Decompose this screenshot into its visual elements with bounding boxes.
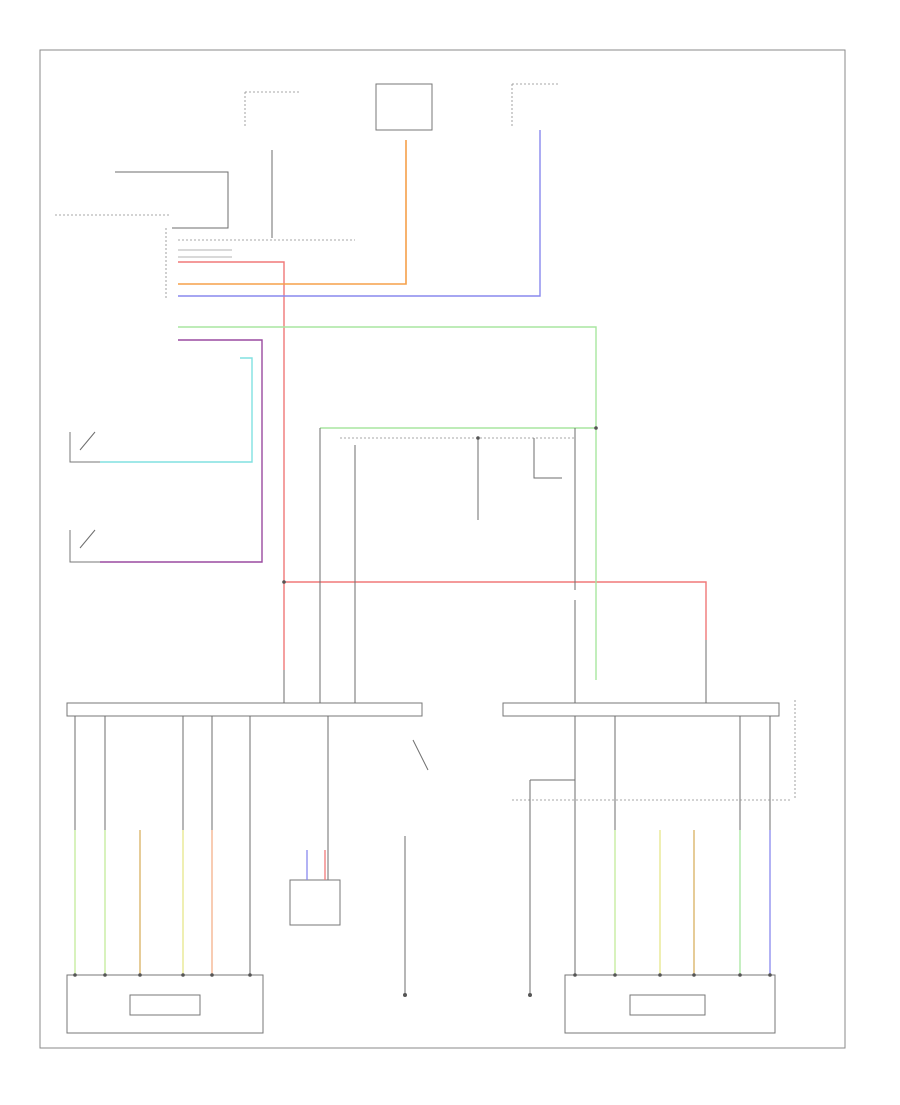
junction-dots (282, 426, 598, 584)
junction-ground (476, 436, 480, 440)
sensor-upper-frame (69, 432, 100, 463)
sensor-lower-switch (79, 529, 96, 549)
wire-red-main (178, 261, 285, 670)
left-switch-contacts (73, 973, 252, 977)
wire-purple (100, 339, 263, 563)
diagram-frame (39, 49, 846, 1049)
wire-orange (178, 140, 407, 285)
right-window-switch-inner (629, 994, 706, 1016)
connector-loop (533, 438, 562, 479)
wire-green (178, 326, 597, 680)
ground-right-node (528, 993, 532, 997)
left-window-switch-inner (129, 994, 201, 1016)
wire-blue (178, 130, 541, 297)
left-bus-drops (74, 716, 329, 880)
left-window-switch (66, 974, 264, 1034)
right-contact-2 (613, 973, 617, 977)
wire-red-cross (284, 581, 707, 640)
junction-green (594, 426, 598, 430)
left-contact-5 (210, 973, 214, 977)
right-connector-bracket (530, 779, 576, 800)
body-control-module-header (55, 171, 229, 300)
sensor-lower-frame (69, 530, 100, 563)
right-window-switch (564, 974, 776, 1034)
sensor-upper-switch (79, 431, 96, 451)
left-contact-1 (73, 973, 77, 977)
left-door-switch (412, 739, 429, 771)
ground-symbols (403, 993, 532, 997)
right-contact-5 (738, 973, 742, 977)
left-contact-3 (138, 973, 142, 977)
right-bus-drops (574, 716, 771, 830)
top-fuse-boxes (244, 83, 560, 131)
right-contact-1 (573, 973, 577, 977)
bus-bar-right (502, 702, 780, 717)
left-motor-module (289, 879, 341, 926)
module-bracket (115, 171, 229, 229)
left-sensor-switches (69, 431, 100, 563)
right-contact-3 (658, 973, 662, 977)
bus-bar-left (66, 702, 423, 717)
wire-cyan (100, 357, 253, 463)
left-contact-6 (248, 973, 252, 977)
ground-left-node (403, 993, 407, 997)
left-contact-4 (181, 973, 185, 977)
right-contact-6 (768, 973, 772, 977)
center-connector-row (319, 428, 576, 680)
junction-red (282, 580, 286, 584)
fuse-box-center (375, 83, 433, 131)
left-contact-2 (103, 973, 107, 977)
right-switch-contacts (573, 973, 772, 977)
right-contact-4 (692, 973, 696, 977)
